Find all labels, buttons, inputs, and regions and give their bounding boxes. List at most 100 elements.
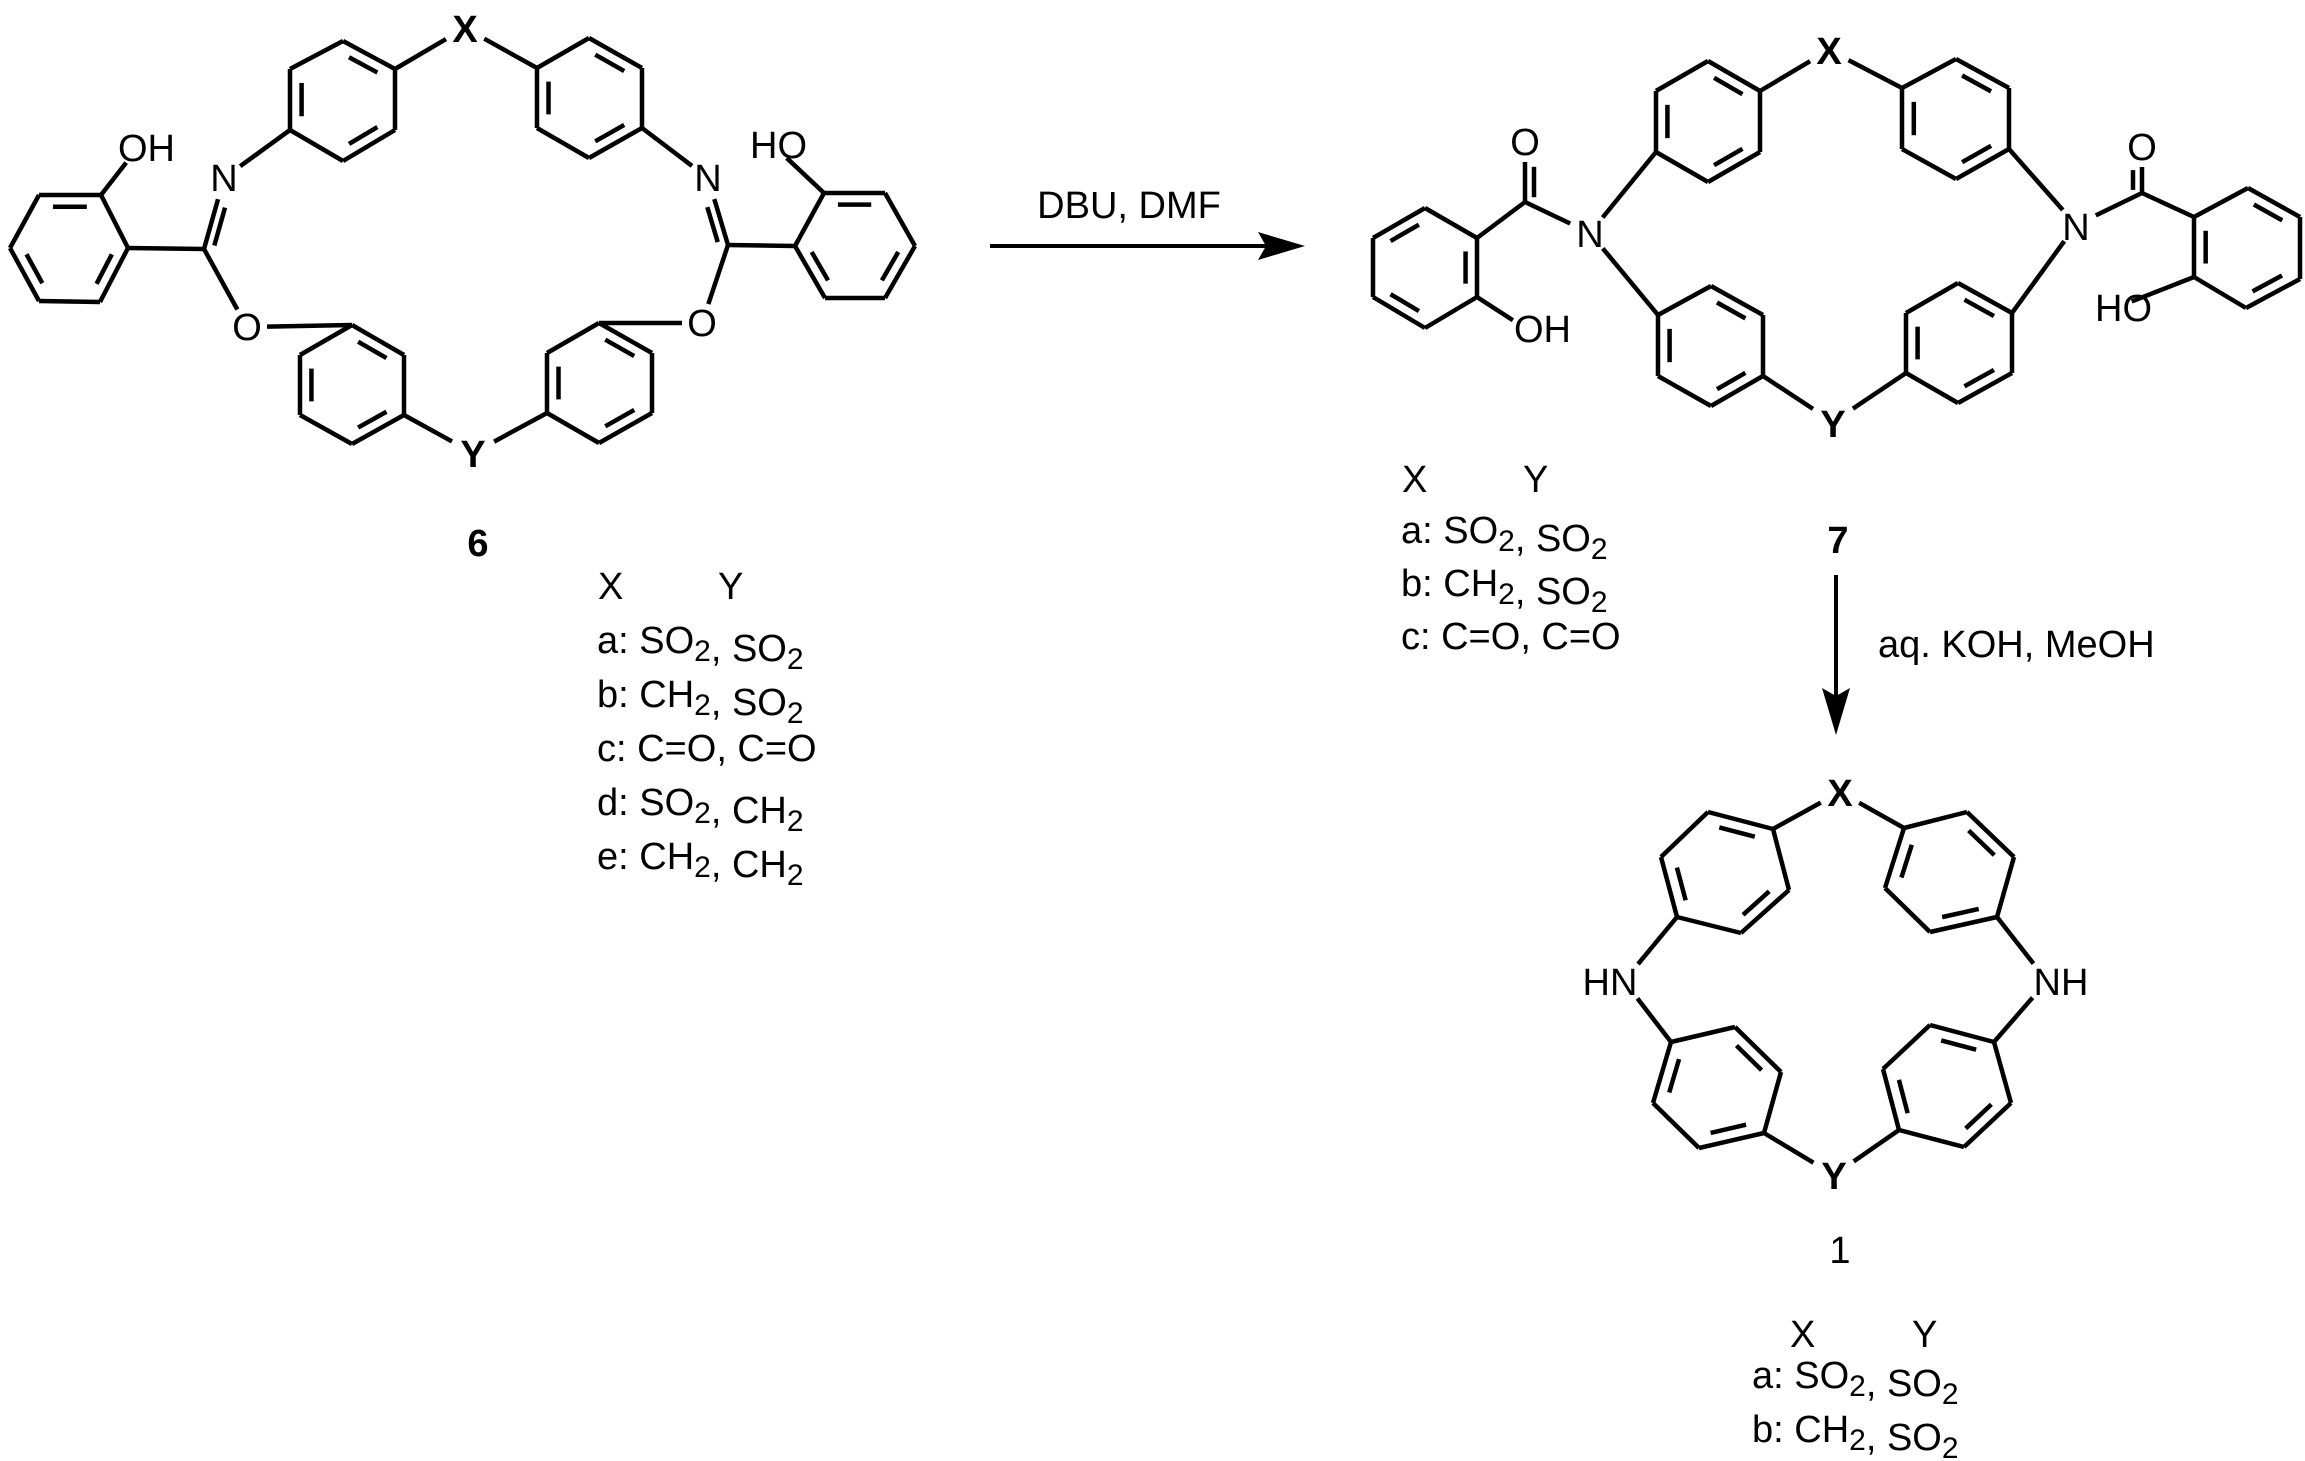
ring-double-bond: [594, 122, 626, 144]
ring-bond: [2192, 186, 2250, 219]
ring-bond: [1733, 1025, 1783, 1074]
ring-bond: [1651, 1101, 1701, 1150]
ring-bottom-right: [1880, 1022, 2014, 1150]
ring-bond: [1770, 828, 1792, 891]
ring-bond: [587, 36, 644, 70]
atom-x-1: X: [1827, 773, 1853, 815]
ring-top-left: [1658, 809, 1792, 936]
ring-bond: [1956, 281, 2014, 315]
ring-bond: [1904, 281, 1960, 315]
ring-bond: [2244, 277, 2302, 310]
bond-n-aryl: [1635, 997, 1673, 1044]
atom-o-right-6: O: [687, 303, 717, 345]
bond-y: [1761, 374, 1815, 411]
atom-nh-right-1: NH: [2034, 962, 2089, 1004]
ring-bond: [1900, 57, 1958, 90]
compound-6-structure: [8, 36, 917, 446]
ring-bond: [597, 411, 654, 445]
bond-c-n-double: [201, 198, 221, 250]
bond-x: [483, 36, 539, 70]
ring-bond: [597, 321, 654, 355]
ring-bond: [535, 36, 591, 70]
bond-y: [1851, 371, 1908, 411]
ring-double-bond: [1967, 828, 1996, 857]
bond-c-o: [706, 244, 731, 305]
bond-c-oh: [785, 156, 826, 195]
ring-bond: [341, 128, 397, 163]
reagents-step-1: DBU, DMF: [1037, 185, 1221, 227]
ring-bond: [2192, 275, 2248, 310]
ring-double-bond: [1718, 825, 1756, 839]
bond-x: [1771, 800, 1822, 831]
ring-double-bond: [1741, 889, 1771, 917]
arrow-head-1: [1258, 232, 1305, 260]
bond-c-o: [202, 247, 240, 311]
ring-bond: [535, 126, 591, 160]
atom-o-left-6: O: [232, 307, 262, 349]
ring-bond: [8, 246, 41, 303]
ring-double-bond: [347, 125, 379, 146]
compound-1-structure: [1635, 800, 2036, 1165]
phenol-ring-left: [8, 192, 131, 305]
bond-x: [1847, 58, 1904, 90]
ring-double-bond: [347, 55, 379, 75]
ring-top-right: [1882, 809, 2017, 935]
bond-n-aryl: [238, 128, 292, 169]
ring-bond: [341, 39, 397, 71]
ring-top-left: [287, 39, 398, 163]
bond-y: [1852, 1128, 1901, 1164]
ring-bond: [1707, 809, 1774, 832]
ring-bond: [1650, 1041, 1674, 1104]
ring-bond: [1882, 827, 1907, 889]
table-row: c: C=O, C=O: [597, 728, 817, 770]
atom-nh-left-1: HN: [1583, 962, 1638, 1004]
bond-c-oh: [99, 161, 128, 197]
ring-bottom-right: [1903, 281, 2015, 405]
ring-double-bond: [1734, 1043, 1764, 1072]
ring-double-bond: [1963, 367, 1996, 389]
table-row: b: CH2, SO2: [1401, 563, 1608, 619]
ring-double-bond: [1667, 1058, 1682, 1094]
bond-n-aryl: [2010, 239, 2067, 315]
table-row: e: CH2, CH2: [597, 836, 804, 892]
ring-bond: [2246, 186, 2302, 219]
ring-double-bond: [1389, 222, 1421, 243]
compound-label-1: 1: [1829, 1230, 1850, 1272]
compound-7-structure: [1370, 57, 2303, 411]
ring-bond: [350, 323, 406, 357]
ring-bottom-left: [1650, 1024, 1784, 1151]
compound-6-atoms: X Y N N O O OH HO: [118, 9, 807, 476]
ring-bond: [793, 191, 826, 248]
ring-bond: [1761, 1071, 1784, 1134]
ring-double-bond: [2252, 202, 2284, 223]
ring-bond: [1658, 856, 1680, 918]
ring-bond: [1423, 206, 1479, 240]
ring-bond: [1903, 809, 1968, 831]
ring-bond: [1676, 914, 1742, 936]
ring-bond: [8, 193, 41, 250]
ring-bond: [883, 191, 917, 248]
ring-bond: [793, 244, 827, 300]
bond-n-aryl: [1636, 915, 1679, 966]
ring-bond: [1956, 371, 2014, 405]
ring-bond: [1954, 57, 2011, 90]
ring-bond: [1706, 150, 1762, 184]
atom-n-right-6: N: [694, 158, 721, 200]
ring-bottom-right: [544, 321, 655, 445]
ring-bond: [1881, 1023, 1932, 1071]
ring-bottom-left: [1655, 284, 1766, 408]
ring-double-bond: [1961, 73, 1993, 94]
ring-bond: [1965, 810, 2016, 859]
atom-x-7: X: [1816, 31, 1842, 73]
ring-bond: [1994, 856, 2017, 918]
ring-double-bond: [1715, 370, 1747, 392]
ring-bond: [98, 246, 130, 304]
ring-double-bond: [1963, 297, 1996, 319]
ring-bond: [1929, 1022, 1995, 1045]
ring-bond: [1898, 1127, 1965, 1150]
ring-bond: [883, 244, 917, 300]
atom-oh-right-7: HO: [2095, 288, 2152, 330]
table-header-x: X: [1402, 459, 1427, 501]
